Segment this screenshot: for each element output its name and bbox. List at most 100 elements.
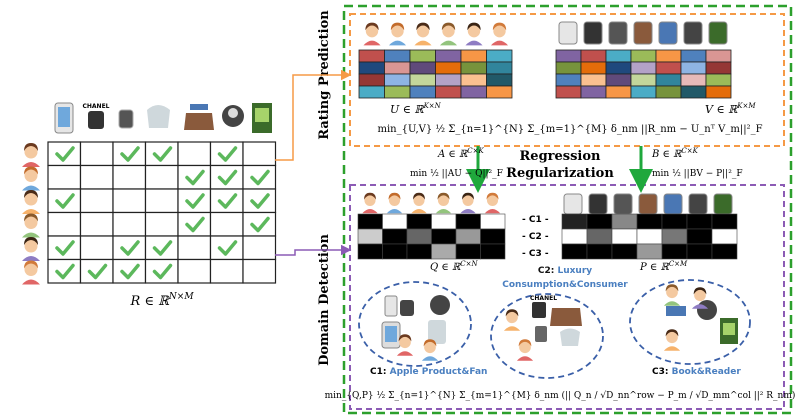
user-face-icon <box>22 143 40 167</box>
q-cell <box>382 228 408 245</box>
check-icon <box>217 240 238 256</box>
q-cell <box>382 213 408 230</box>
user-face-icon <box>414 22 432 46</box>
rating-cell <box>79 211 114 237</box>
check-icon <box>120 240 140 256</box>
v-cell <box>555 73 582 87</box>
user-face-icon <box>465 22 483 46</box>
rating-cell <box>112 164 147 190</box>
domain-formula: min_{Q,P} ½ Σ_{n=1}^{N} Σ_{m=1}^{M} δ_nm… <box>325 390 796 401</box>
row-label-c3: - C3 - <box>522 249 549 259</box>
q-cell <box>431 228 457 245</box>
u-cell <box>435 49 462 63</box>
u-cell <box>409 49 436 63</box>
rating-cell <box>209 188 244 214</box>
rating-cell <box>144 164 179 190</box>
check-icon <box>185 193 205 209</box>
rating-cell <box>209 211 244 237</box>
user-face-icon <box>439 22 458 46</box>
product-icon <box>708 21 728 45</box>
cluster-c1-items <box>381 295 450 349</box>
u-cell <box>486 49 513 63</box>
u-cell <box>384 85 411 99</box>
p-cell <box>711 228 738 245</box>
q-cell <box>480 243 506 260</box>
watch-icon <box>88 111 104 129</box>
rating-cell <box>47 188 82 214</box>
product-icon <box>688 193 708 215</box>
user-face-icon <box>503 309 521 331</box>
rating-cell <box>144 235 179 261</box>
check-icon <box>55 146 75 162</box>
v-cell <box>705 61 732 75</box>
rating-cell <box>209 258 244 284</box>
cluster-c2-items: CHANEL <box>530 295 582 346</box>
u-cell <box>435 85 462 99</box>
rating-cell <box>242 141 277 167</box>
product-icon <box>588 193 608 215</box>
chanel-logo-cluster: CHANEL <box>530 295 557 302</box>
rating-cell <box>177 211 212 237</box>
u-cell <box>435 73 462 87</box>
v-cell <box>680 61 707 75</box>
v-cell <box>705 49 732 63</box>
v-cell <box>655 73 682 87</box>
domain-detection-box <box>349 184 785 410</box>
chanel-logo-left: CHANEL <box>82 103 109 110</box>
rating-cell <box>177 164 212 190</box>
v-cell <box>605 85 632 99</box>
p-cell <box>711 213 738 230</box>
phone-screen-icon <box>58 107 70 127</box>
v-cell <box>580 49 607 63</box>
rating-cell <box>242 211 277 237</box>
check-icon <box>55 263 75 280</box>
q-cell <box>431 243 457 260</box>
q-cell <box>431 213 457 230</box>
user-face-icon <box>363 22 381 46</box>
p-cell <box>686 243 713 260</box>
rating-cell <box>177 141 212 167</box>
rating-cell <box>79 235 114 261</box>
user-face-icon <box>663 329 681 351</box>
q-cell <box>406 243 432 260</box>
u-matrix-grid <box>358 49 513 99</box>
rating-cell <box>47 258 82 284</box>
product-icon <box>683 21 703 45</box>
v-matrix-label: V ∈ ℝK×M <box>705 102 756 116</box>
rating-cell <box>209 235 244 261</box>
q-cell <box>455 213 481 230</box>
p-cell <box>636 228 663 245</box>
q-user-icons <box>362 192 501 214</box>
check-icon <box>120 146 140 162</box>
p-cell <box>611 228 638 245</box>
v-cell <box>605 61 632 75</box>
product-icons-left: CHANEL <box>54 102 272 134</box>
q-cell <box>480 213 506 230</box>
check-icon <box>152 240 173 256</box>
left-regression-formula: min ½ ||AU − Q||²_F <box>410 168 503 179</box>
v-cell <box>580 85 607 99</box>
rating-cell <box>47 235 82 261</box>
u-cell <box>460 73 487 87</box>
p-cell <box>686 213 713 230</box>
user-face-icon <box>421 339 439 361</box>
smartwatch-icon <box>118 109 134 129</box>
product-icon <box>613 193 633 215</box>
headphones-icon <box>147 105 170 128</box>
q-cell <box>455 228 481 245</box>
check-icon <box>55 193 75 209</box>
arrow-to-rating <box>275 69 352 161</box>
p-cell <box>586 243 613 260</box>
p-matrix-grid <box>561 213 738 260</box>
v-cell <box>630 73 657 87</box>
rating-cell <box>144 188 179 214</box>
rating-cell <box>209 141 244 167</box>
outer-frame <box>342 4 793 415</box>
v-cell <box>630 85 657 99</box>
product-icon <box>563 193 583 215</box>
rating-cell <box>112 235 147 261</box>
book-blue-icon <box>190 104 208 110</box>
rating-cell <box>79 188 114 214</box>
v-cell <box>705 85 732 99</box>
